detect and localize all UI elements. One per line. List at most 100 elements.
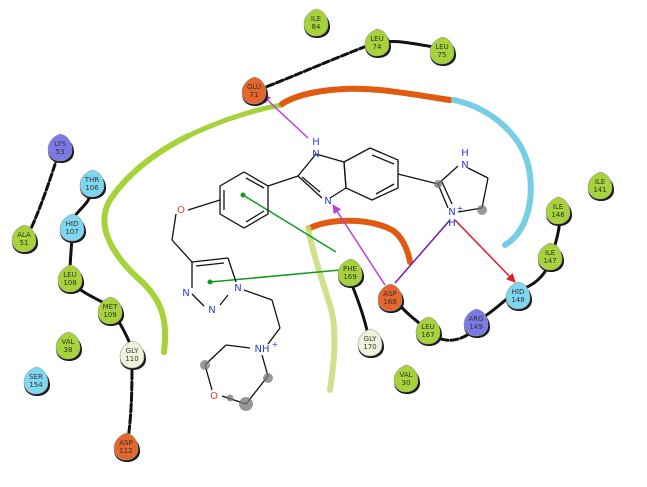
interactions	[207, 94, 516, 286]
residue-marker	[429, 36, 455, 65]
residue-name: ARG	[468, 315, 483, 323]
residue-name: MET	[103, 303, 118, 311]
bond-ch2-triazole	[171, 239, 193, 263]
pocket-outline	[101, 85, 534, 393]
pocket-strand-orange-mid	[307, 217, 413, 265]
residue-marker	[57, 264, 83, 293]
bond-ethyl	[271, 299, 281, 329]
residue-name: VAL	[61, 338, 74, 346]
atom-morpholine-nh: NH	[255, 344, 270, 355]
pocket-strand-green-inner	[305, 225, 338, 393]
pocket-strand-green-left	[101, 133, 191, 355]
pi-stack-phenyl-phe169	[242, 194, 337, 253]
exposure-morpholine-c	[239, 397, 253, 411]
residue-name: ASP	[383, 290, 396, 298]
residue-name: GLY	[126, 347, 139, 355]
residue-name: ALA	[17, 231, 31, 239]
residue-marker	[545, 196, 571, 225]
atom-morpholine-o: O	[210, 391, 218, 402]
atom-imidazoline-n: N	[461, 160, 468, 171]
residue-number: 106	[85, 184, 99, 192]
residue-number: 154	[29, 381, 43, 389]
bond-ethyl-morpholine	[267, 327, 281, 345]
pocket-strand-green-top	[185, 102, 285, 139]
atom-imidazoline-charge: +	[457, 204, 464, 213]
residue-name: SER	[29, 373, 43, 381]
residue-marker	[393, 364, 419, 393]
residue-number: 71	[250, 91, 259, 99]
pi-stack-dot-phenyl	[240, 192, 246, 198]
residue-marker	[59, 213, 85, 242]
backbone-gly110-asp112	[126, 358, 134, 442]
bond-phenyl-ether	[187, 199, 221, 211]
bond-ether-ch2	[171, 213, 177, 241]
salt-bridge-nh-asp168	[394, 219, 451, 284]
residue-number: 169	[343, 273, 356, 281]
triazole-ring	[191, 257, 237, 307]
exposure-imidazoline-c2	[434, 180, 442, 188]
pi-stack-dot-triazole	[207, 279, 213, 285]
residue-number: 84	[312, 23, 321, 31]
residue-marker	[241, 76, 267, 105]
residue-name: VAL	[399, 371, 412, 379]
pocket-strand-orange-top	[279, 85, 453, 107]
residue-name: ILE	[595, 178, 605, 186]
residue-number: 30	[402, 379, 411, 387]
residue-marker	[505, 281, 531, 310]
atom-benzimidazole-n3: N	[324, 196, 331, 207]
atom-triazole-n3: N	[208, 305, 215, 316]
residue-marker	[97, 296, 123, 325]
residue-number: 149	[469, 323, 482, 331]
residue-marker	[537, 242, 563, 271]
ligand-atoms: H N N H N N + H O N N N NH + O	[177, 137, 469, 402]
residue-marker	[11, 224, 37, 253]
residue-name: LEU	[435, 43, 448, 51]
hbond-nh-glu71	[261, 94, 309, 139]
pi-stack-triazole-phe169	[209, 269, 341, 283]
backbone-glu71-leu74	[256, 42, 374, 92]
residue-marker	[463, 308, 489, 337]
residue-number: 75	[438, 51, 447, 59]
residue-marker	[23, 366, 49, 395]
residue-number: 38	[64, 346, 73, 354]
ligand	[171, 147, 489, 405]
exposure-morpholine-a	[200, 360, 210, 370]
residue-name: LYS	[54, 140, 66, 148]
backbone-phe169-gly170	[350, 283, 370, 337]
benzimidazole	[297, 147, 399, 201]
bond-benzimidazole-imidazoline	[397, 173, 439, 185]
residue-name: ILE	[311, 15, 321, 23]
exposure-imidazoline-c5	[477, 205, 487, 215]
residue-name: LEU	[63, 271, 76, 279]
backbone-lys53-ala51	[26, 153, 60, 237]
atom-triazole-n1: N	[234, 283, 241, 294]
residue-number: 109	[103, 311, 116, 319]
residue-marker	[415, 316, 441, 345]
residue-number: 146	[551, 211, 565, 219]
residue-number: 108	[63, 279, 76, 287]
